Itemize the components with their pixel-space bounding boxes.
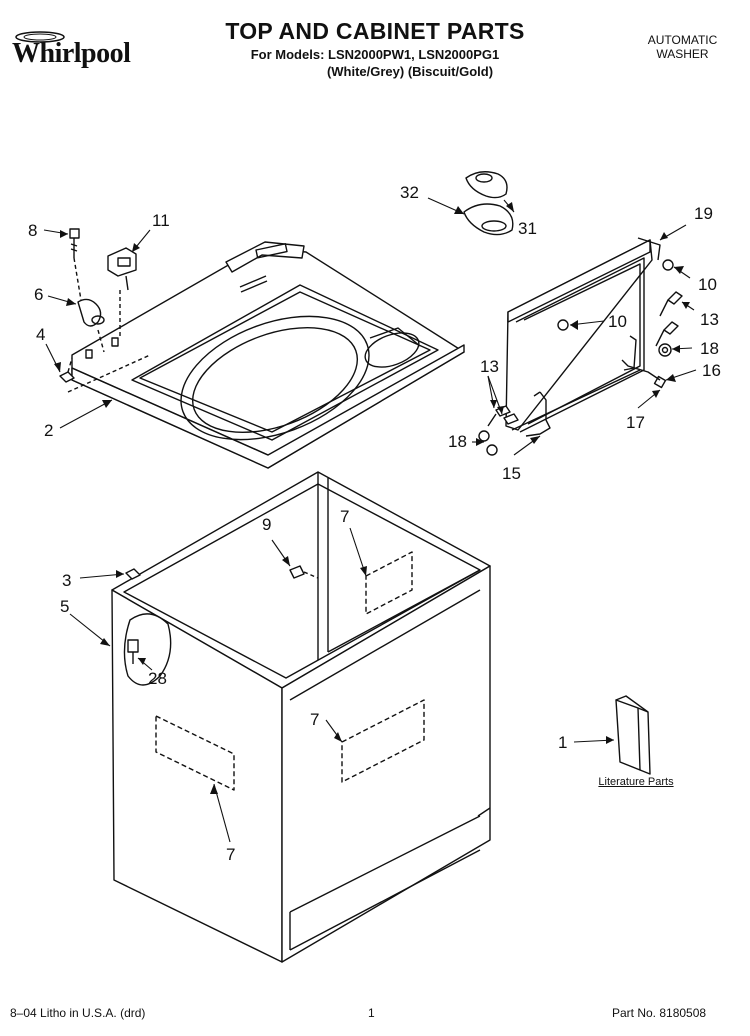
access-cover-part-28	[123, 613, 172, 686]
dispenser-cap-part-31	[463, 203, 514, 236]
screw-part-13-right	[655, 291, 683, 347]
nut-part-4	[59, 357, 75, 383]
lid-switch-part-11	[107, 247, 137, 336]
nut-part-18-left	[478, 430, 498, 456]
callout-9: 9	[262, 515, 271, 534]
fabric-softener-dispenser-part-32	[465, 171, 508, 199]
footer-page-number: 1	[368, 1006, 375, 1020]
screw-part-9	[289, 565, 319, 579]
washer-top-part	[71, 241, 465, 469]
appliance-line-1: AUTOMATIC	[647, 33, 718, 47]
brand-name: Whirlpool	[12, 38, 131, 69]
whirlpool-logo	[15, 31, 65, 43]
models-line: For Models: LSN2000PW1, LSN2000PG1	[250, 47, 500, 62]
callout-28: 28	[148, 669, 167, 688]
clip-part-6	[77, 298, 105, 353]
callout-11: 11	[152, 211, 170, 230]
callout-13-left: 13	[480, 357, 499, 376]
hinge-rod-part-16	[621, 335, 667, 389]
callout-32: 32	[400, 183, 419, 202]
footer-part-number: Part No. 8180508	[612, 1006, 707, 1020]
callout-8: 8	[28, 221, 37, 240]
callout-1: 1	[558, 733, 567, 752]
callout-7-front: 7	[310, 710, 319, 729]
page-title: TOP AND CABINET PARTS	[225, 18, 525, 44]
callout-10-right: 10	[698, 275, 717, 294]
callout-3: 3	[62, 571, 71, 590]
label-part-7-side	[155, 715, 235, 791]
nut-part-18-right	[658, 343, 672, 357]
bumper-part-10-b	[557, 319, 569, 331]
appliance-type: AUTOMATIC WASHER	[620, 33, 745, 61]
bumper-part-10-a	[662, 259, 674, 271]
callout-15: 15	[502, 464, 521, 483]
lid-part-19	[505, 237, 661, 433]
callout-2: 2	[44, 421, 53, 440]
label-part-7-front	[341, 699, 425, 783]
callout-18-left: 18	[448, 432, 467, 451]
callout-31: 31	[518, 219, 537, 238]
hinge-rod-part-15	[525, 391, 551, 437]
callout-17: 17	[626, 413, 645, 432]
clip-part-3	[125, 568, 141, 580]
callout-18-right: 18	[700, 339, 719, 358]
literature-parts-label: Literature Parts	[598, 776, 674, 788]
callout-6: 6	[34, 285, 43, 304]
callout-7-side: 7	[226, 845, 235, 864]
cabinet-part-5	[111, 471, 491, 963]
callout-19: 19	[694, 204, 713, 223]
callout-10-left: 10	[608, 312, 627, 331]
appliance-line-2: WASHER	[656, 47, 709, 61]
footer-litho: 8–04 Litho in U.S.A. (drd)	[10, 1006, 146, 1020]
literature-packet-part-1	[615, 695, 651, 775]
label-part-7-back	[365, 551, 413, 615]
callout-16: 16	[702, 361, 721, 380]
colors-line: (White/Grey) (Biscuit/Gold)	[326, 64, 494, 79]
callout-4: 4	[36, 325, 45, 344]
callout-13-right: 13	[700, 310, 719, 329]
callout-5: 5	[60, 597, 69, 616]
callout-7-back: 7	[340, 507, 349, 526]
